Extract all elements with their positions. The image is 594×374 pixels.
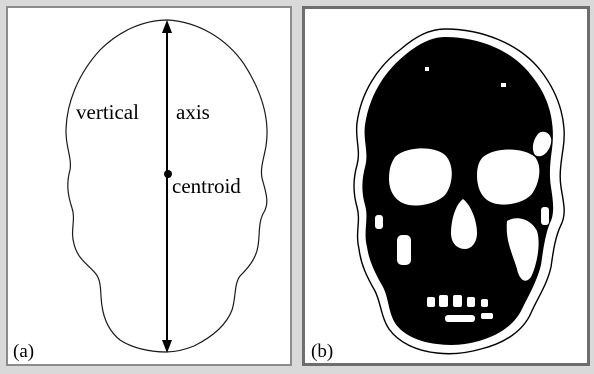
label-vertical: vertical bbox=[76, 102, 139, 123]
left-eye-socket bbox=[389, 148, 452, 205]
forehead-speckle bbox=[425, 67, 429, 71]
right-cheek-speckle-2 bbox=[541, 207, 549, 225]
panel-b-tag: (b) bbox=[311, 342, 333, 361]
tooth-3 bbox=[453, 295, 462, 307]
jaw-speckle-2 bbox=[481, 313, 493, 319]
skull-outline-diagram bbox=[8, 8, 290, 364]
left-cheek-speckle-2 bbox=[375, 215, 383, 229]
binarized-skull-image bbox=[305, 9, 587, 363]
tooth-4 bbox=[467, 297, 475, 307]
panel-b: (b) bbox=[302, 6, 590, 366]
forehead-speckle-2 bbox=[501, 83, 506, 87]
axis-bottom-arrowhead bbox=[162, 340, 172, 353]
left-cheek-speckle bbox=[397, 235, 411, 265]
label-axis: axis bbox=[176, 102, 210, 123]
centroid-dot bbox=[164, 170, 172, 178]
panel-a: vertical axis centroid (a) bbox=[6, 6, 292, 366]
panel-a-tag: (a) bbox=[13, 342, 34, 361]
tooth-2 bbox=[439, 295, 448, 307]
tooth-5 bbox=[481, 299, 488, 307]
axis-top-arrowhead bbox=[162, 20, 172, 33]
jaw-speckle bbox=[445, 315, 475, 322]
tooth-1 bbox=[427, 297, 435, 307]
label-centroid: centroid bbox=[172, 176, 241, 197]
